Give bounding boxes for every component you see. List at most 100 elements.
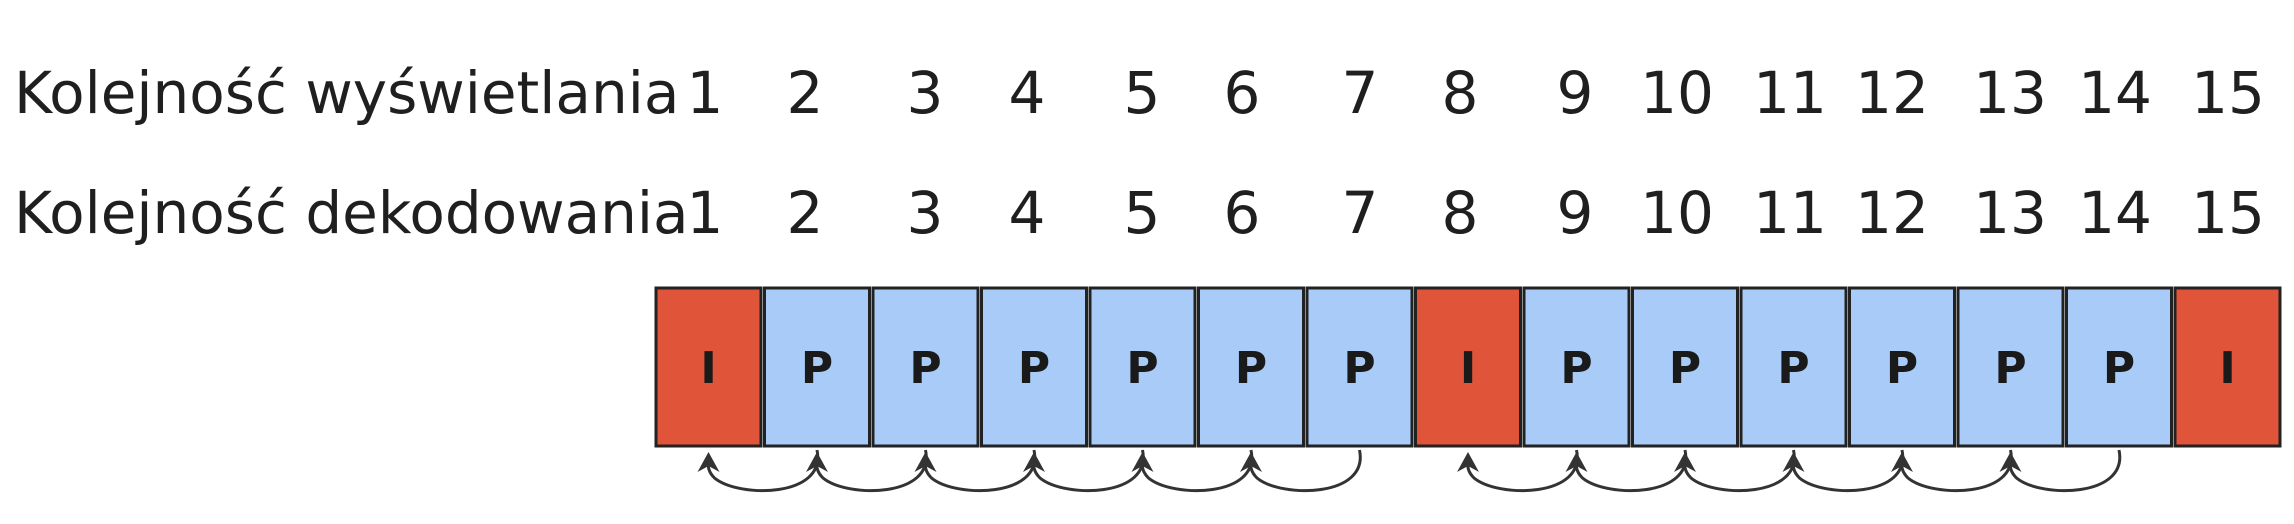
frame-type-label: I [700,343,716,394]
frame-type-label: I [2219,343,2235,394]
frame-box-i [2173,286,2282,448]
frame-box-p [1848,286,1956,448]
frame-type-label: P [1777,343,1809,394]
arrowhead-icon [1999,452,2022,472]
frame-box-i [1414,286,1522,448]
display-order-number-2: 2 [786,59,824,127]
decode-order-number-11: 11 [1753,179,1827,247]
reference-arrow-2-to-1 [706,449,820,493]
arrowhead-icon [914,452,937,472]
frame-11: P [1739,286,1848,448]
reference-arrow-12-to-11 [1791,449,1905,493]
display-order-number-11: 11 [1753,59,1827,127]
reference-arrow-6-to-5 [1140,449,1254,493]
arrowhead-icon [1891,452,1913,472]
arrowhead-icon [1782,452,1805,472]
display-order-number-6: 6 [1223,59,1261,127]
frame-12: P [1848,286,1956,448]
arrowhead-icon [1674,452,1696,472]
frame-type-label: P [1994,343,2026,394]
reference-arrow-10-to-9 [1574,449,1688,493]
decode-order-number-5: 5 [1123,179,1161,247]
frame-6: P [1197,286,1305,448]
arrowhead-icon [1240,452,1262,472]
arrowhead-icon [1131,452,1154,472]
display-order-number-8: 8 [1441,59,1479,127]
frame-3: P [871,286,980,448]
decode-order-label: Kolejność dekodowania [14,179,689,247]
frame-box-p [1631,286,1739,448]
frame-2: P [763,286,871,448]
reference-arrow-3-to-2 [815,449,928,493]
frame-1: I [654,286,763,448]
arrowhead-icon [1457,452,1479,472]
display-order-number-13: 13 [1973,59,2047,127]
frame-box-i [654,286,763,448]
frame-type-label: P [1560,343,1592,394]
frame-box-p [2065,286,2173,448]
decode-order-number-7: 7 [1341,179,1379,247]
frame-box-p [1197,286,1305,448]
frame-8: I [1414,286,1522,448]
decode-order-number-3: 3 [906,179,944,247]
arrowhead-icon [806,452,828,472]
reference-arrow-4-to-3 [923,449,1037,493]
frame-box-p [871,286,980,448]
frame-type-label: P [1235,343,1267,394]
frame-type-label: P [1886,343,1918,394]
display-order-number-4: 4 [1008,59,1046,127]
reference-arrow-7-to-6 [1249,449,1362,493]
frame-box-p [1088,286,1197,448]
decode-order-number-10: 10 [1640,179,1714,247]
display-order-number-3: 3 [906,59,944,127]
display-order-number-7: 7 [1341,59,1379,127]
frame-box-p [763,286,871,448]
frame-13: P [1956,286,2065,448]
display-order-number-10: 10 [1640,59,1714,127]
reference-arrow-5-to-4 [1032,449,1145,493]
frame-type-label: P [1018,343,1050,394]
frame-4: P [980,286,1088,448]
decode-order-number-1: 1 [686,179,724,247]
frame-7: P [1305,286,1414,448]
decode-order-number-12: 12 [1855,179,1929,247]
frame-type-label: P [2103,343,2135,394]
frame-type-label: P [1669,343,1701,394]
reference-arrow-14-to-13 [2008,449,2122,493]
display-order-number-14: 14 [2078,59,2152,127]
display-order-number-15: 15 [2191,59,2265,127]
arrowhead-icon [1565,452,1588,472]
frame-14: P [2065,286,2173,448]
frame-type-label: P [1343,343,1375,394]
display-order-number-9: 9 [1556,59,1594,127]
reference-arrow-9-to-8 [1466,449,1579,493]
frame-type-label: I [1460,343,1476,394]
frame-15: I [2173,286,2282,448]
frame-9: P [1522,286,1631,448]
display-order-number-5: 5 [1123,59,1161,127]
decode-order-number-2: 2 [786,179,824,247]
frame-10: P [1631,286,1739,448]
frame-5: P [1088,286,1197,448]
decode-order-number-13: 13 [1973,179,2047,247]
decode-order-number-6: 6 [1223,179,1261,247]
decode-order-number-15: 15 [2191,179,2265,247]
display-order-number-1: 1 [686,59,724,127]
frame-box-p [980,286,1088,448]
decode-order-number-8: 8 [1441,179,1479,247]
frame-box-p [1522,286,1631,448]
frame-box-p [1956,286,2065,448]
display-order-number-12: 12 [1855,59,1929,127]
frame-type-label: P [801,343,833,394]
frame-box-p [1739,286,1848,448]
arrowhead-icon [1023,452,1045,472]
decode-order-number-9: 9 [1556,179,1594,247]
decode-order-number-4: 4 [1008,179,1046,247]
arrowhead-icon [697,452,720,472]
frame-box-p [1305,286,1414,448]
reference-arrow-11-to-10 [1683,449,1796,493]
reference-arrow-13-to-12 [1900,449,2013,493]
decode-order-number-14: 14 [2078,179,2152,247]
display-order-label: Kolejność wyświetlania [14,59,680,127]
